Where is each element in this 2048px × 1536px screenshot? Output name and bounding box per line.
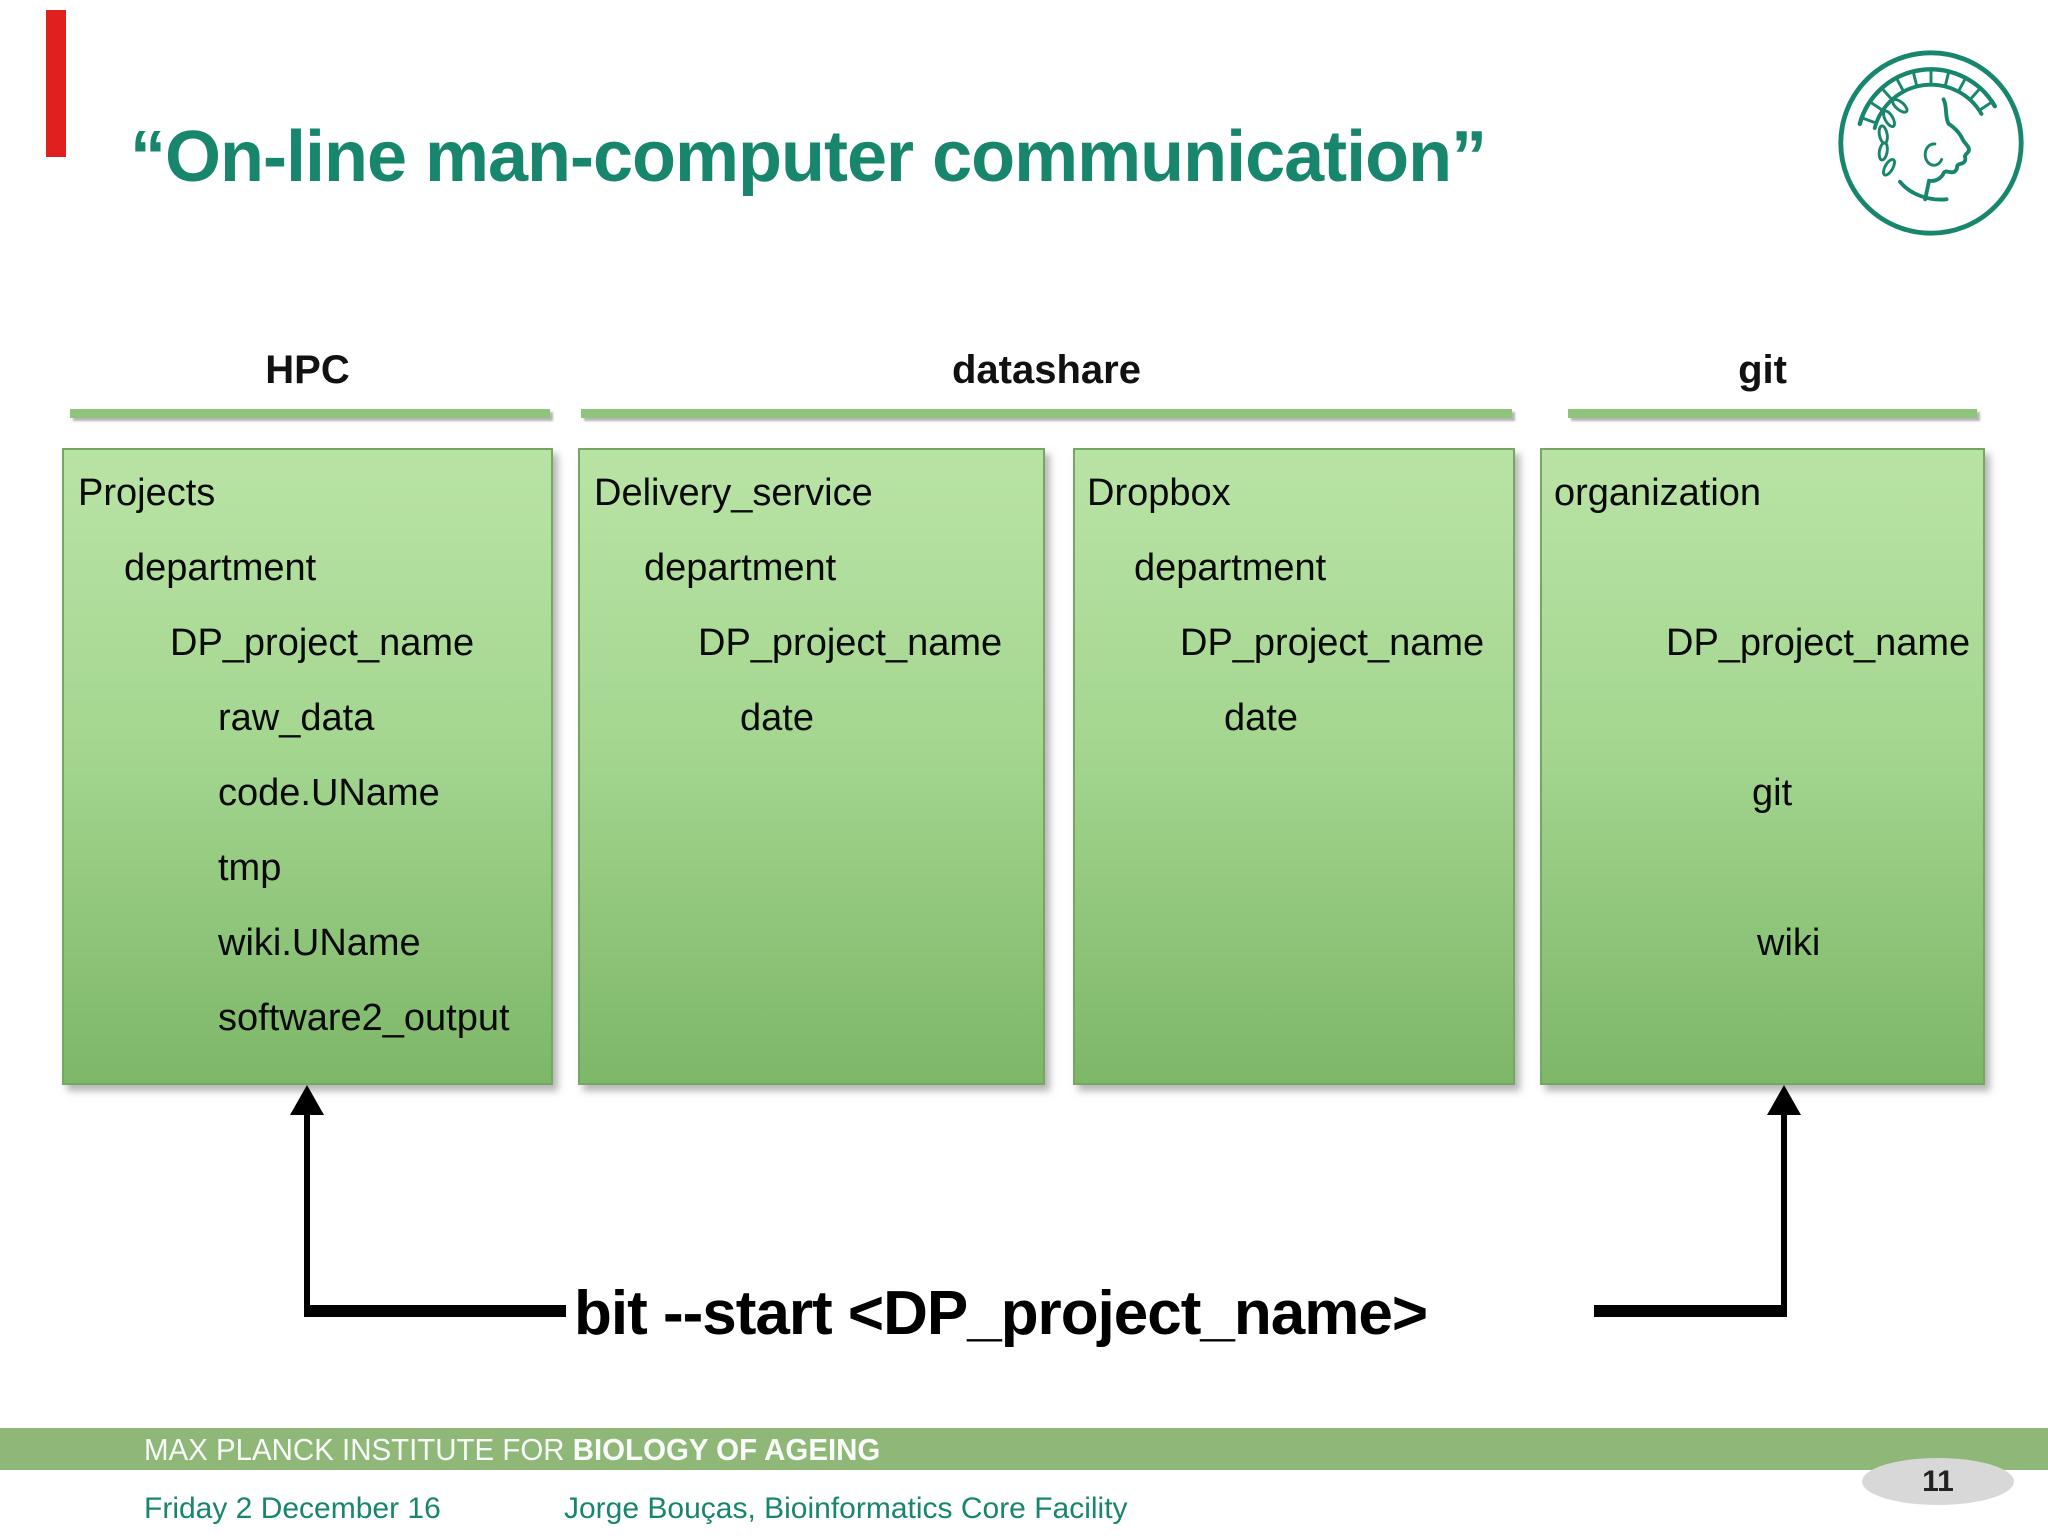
footer-bar: MAX PLANCK INSTITUTE FOR BIOLOGY OF AGEI…: [0, 1428, 2048, 1470]
folder-label: DP_project_name: [1666, 622, 1971, 664]
folder-label: date: [1224, 697, 1298, 739]
arrow-line-left-vertical: [304, 1110, 310, 1311]
arrow-line-right-horizontal: [1594, 1305, 1787, 1317]
folder-label: git: [1752, 772, 1793, 814]
column-header-hpc: HPC: [265, 348, 350, 392]
header-underline-datashare: [581, 409, 1512, 418]
folder-label: DP_project_name: [1180, 622, 1485, 664]
institute-name-regular: MAX PLANCK INSTITUTE FOR: [144, 1432, 573, 1467]
folder-label: department: [644, 547, 837, 589]
date-label: Friday 2 December 16: [144, 1492, 441, 1525]
folder-label: Dropbox: [1087, 472, 1231, 514]
column-header-git: git: [1738, 348, 1787, 392]
page-title: “On-line man-computer communication”: [130, 117, 1487, 197]
red-marker-bar: [46, 10, 66, 157]
page-number-badge: 11: [1862, 1458, 2014, 1505]
folder-label: Projects: [78, 472, 216, 514]
institute-name: MAX PLANCK INSTITUTE FOR BIOLOGY OF AGEI…: [144, 1428, 880, 1470]
folder-label: wiki.UName: [218, 922, 421, 964]
arrow-up-icon-right: [1767, 1085, 1801, 1115]
institute-name-bold: BIOLOGY OF AGEING: [572, 1432, 881, 1467]
folder-label: DP_project_name: [170, 622, 475, 664]
max-planck-minerva-logo: [1838, 50, 2024, 236]
folder-label: department: [1134, 547, 1327, 589]
column-header-datashare: datashare: [952, 348, 1141, 392]
folder-label: code.UName: [218, 772, 440, 814]
command-text: bit --start <DP_project_name>: [574, 1279, 1428, 1348]
header-underline-git: [1568, 409, 1977, 418]
folder-label: raw_data: [218, 697, 375, 739]
folder-label: tmp: [218, 847, 282, 889]
folder-label: Delivery_service: [594, 472, 873, 514]
folder-label: organization: [1554, 472, 1762, 514]
folder-label: department: [124, 547, 317, 589]
folder-label: date: [740, 697, 814, 739]
arrow-line-right-vertical: [1781, 1110, 1787, 1311]
folder-label: wiki: [1757, 922, 1821, 964]
folder-label: software2_output: [218, 997, 510, 1039]
credit-label: Jorge Bouças, Bioinformatics Core Facili…: [564, 1492, 1128, 1525]
arrow-line-left-horizontal: [304, 1305, 566, 1317]
folder-label: DP_project_name: [698, 622, 1003, 664]
header-underline-hpc: [70, 409, 550, 418]
